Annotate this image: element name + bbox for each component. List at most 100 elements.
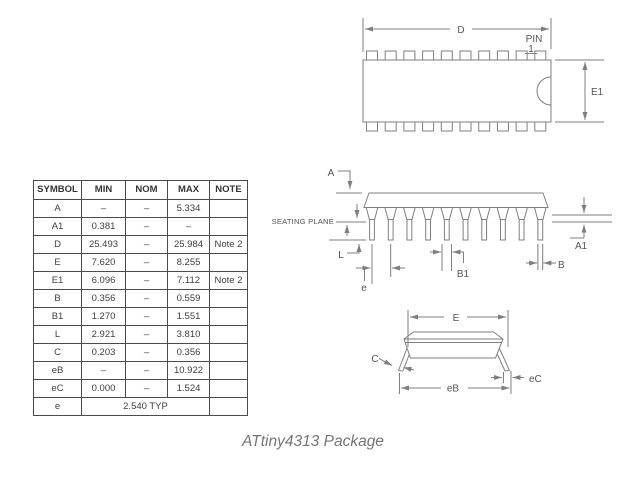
label-a1: A1 — [575, 241, 588, 252]
pin-lead — [406, 219, 413, 241]
cell-nom: – — [125, 379, 168, 398]
table-row: B 0.356 – 0.559 — [33, 289, 248, 308]
cell-symbol: A — [33, 199, 82, 218]
pin-lead — [387, 219, 394, 241]
label-l: L — [338, 250, 344, 261]
cell-min: 0.356 — [81, 289, 126, 308]
cell-min: 0.381 — [81, 217, 126, 236]
label-b1: B1 — [457, 269, 470, 280]
cell-note — [209, 397, 248, 416]
table-row: B1 1.270 – 1.551 — [33, 307, 248, 326]
cell-min: 0.203 — [81, 343, 126, 362]
dimension-ec: eC — [491, 372, 542, 385]
cell-note — [209, 253, 248, 272]
pin-shoulder — [402, 207, 416, 220]
dimension-l: L — [338, 244, 362, 261]
col-header-note: NOTE — [209, 180, 248, 200]
label-e-width: E — [453, 313, 460, 324]
table-row: E 7.620 – 8.255 — [33, 253, 248, 272]
pin-shoulder — [515, 207, 529, 220]
pin — [403, 121, 416, 132]
side-view-pins — [365, 207, 547, 241]
cell-min: – — [81, 199, 126, 218]
cell-nom: – — [125, 289, 168, 308]
label-a: A — [328, 168, 335, 179]
cell-symbol: eC — [33, 379, 82, 398]
pin-shoulder — [533, 207, 547, 220]
col-header-symbol: SYMBOL — [33, 180, 82, 200]
dimension-d: D — [362, 18, 552, 52]
pin — [366, 50, 378, 61]
top-view-pins-top — [366, 50, 547, 61]
label-e-pitch: e — [361, 283, 367, 294]
table-row: eB – – 10.922 — [33, 361, 248, 380]
pin — [515, 50, 528, 61]
cell-note — [209, 325, 248, 344]
pin — [403, 50, 416, 61]
cell-note — [209, 379, 248, 398]
table-row: E1 6.096 – 7.112 Note 2 — [33, 271, 248, 290]
pin-shoulder — [496, 207, 510, 220]
col-header-nom: NOM — [125, 180, 168, 200]
package-body-top-view — [362, 59, 552, 123]
label-pin: PIN — [526, 34, 543, 45]
pin — [422, 121, 435, 132]
cell-note: Note 2 — [209, 271, 248, 290]
cell-symbol: e — [33, 397, 82, 416]
pin — [422, 50, 435, 61]
dimension-b1: B1 — [430, 244, 470, 280]
cell-symbol: A1 — [33, 217, 82, 236]
table-row: C 0.203 – 0.356 — [33, 343, 248, 362]
dimension-e-width: E — [407, 310, 509, 347]
end-view: E C eB eC — [371, 310, 542, 395]
pin — [534, 121, 547, 132]
cell-symbol: B — [33, 289, 82, 308]
pin — [496, 121, 509, 132]
cell-max: 1.524 — [167, 379, 210, 398]
cell-typ-value: 2.540 TYP — [81, 397, 210, 416]
top-view: D PIN 1 E1 — [362, 18, 604, 132]
dimension-e-pitch: e — [356, 244, 405, 294]
pin-lead — [462, 219, 469, 241]
package-body-end-view — [403, 331, 504, 359]
table-row: eC 0.000 – 1.524 — [33, 379, 248, 398]
cell-min: 7.620 — [81, 253, 126, 272]
cell-nom: – — [125, 199, 168, 218]
pin-lead — [481, 219, 488, 241]
dimension-table: SYMBOL MIN NOM MAX NOTE A – – 5.334 A1 0… — [33, 180, 248, 416]
cell-nom: – — [125, 361, 168, 380]
pin-lead — [500, 219, 506, 241]
cell-max: 1.551 — [167, 307, 210, 326]
cell-max: 5.334 — [167, 199, 210, 218]
table-row-typ: e 2.540 TYP — [33, 397, 248, 416]
dimension-b: B — [526, 244, 565, 271]
table-row: L 2.921 – 3.810 — [33, 325, 248, 344]
cell-max: 7.112 — [167, 271, 210, 290]
cell-max: 10.922 — [167, 361, 210, 380]
pin-shoulder — [421, 207, 435, 220]
cell-note — [209, 289, 248, 308]
dimension-a: A — [328, 168, 362, 194]
pin — [478, 121, 491, 132]
pin-lead — [443, 219, 450, 241]
label-pin-number: 1 — [528, 44, 534, 55]
pin-lead — [537, 219, 544, 241]
cell-max: 0.559 — [167, 289, 210, 308]
top-view-pins-bottom — [366, 121, 547, 132]
col-header-max: MAX — [167, 180, 210, 200]
cell-min: 2.921 — [81, 325, 126, 344]
pin-shoulder — [477, 207, 491, 220]
pin — [496, 50, 509, 61]
cell-note — [209, 307, 248, 326]
pin — [459, 121, 472, 132]
pin-shoulder — [459, 207, 472, 220]
cell-nom: – — [125, 271, 168, 290]
pin — [534, 50, 547, 61]
cell-min: 25.493 — [81, 235, 126, 254]
cell-nom: – — [125, 253, 168, 272]
table-row: D 25.493 – 25.984 Note 2 — [33, 235, 248, 254]
cell-note: Note 2 — [209, 235, 248, 254]
table-header-row: SYMBOL MIN NOM MAX NOTE — [33, 180, 248, 200]
